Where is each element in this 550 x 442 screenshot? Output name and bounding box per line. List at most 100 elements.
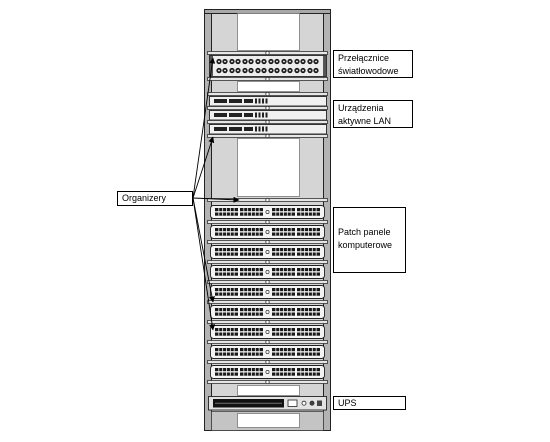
patch-panel-screw-icon (265, 290, 270, 294)
patch-port-divider (311, 208, 313, 216)
patch-port-divider (308, 348, 309, 356)
patch-panel (210, 285, 325, 299)
fiber-port-core (263, 69, 265, 72)
patch-panel-rail (207, 259, 328, 265)
patch-port-divider (286, 288, 288, 296)
lan-led-icon (258, 112, 261, 118)
rail-screw-icon (265, 339, 270, 345)
patch-port-divider (229, 248, 231, 256)
patch-port-divider (315, 348, 317, 356)
patch-port-divider (258, 248, 260, 256)
lan-led-icon (258, 98, 261, 104)
patch-port-divider (254, 348, 256, 356)
patch-port-divider (251, 288, 252, 296)
fiber-port-core (302, 69, 304, 72)
patch-port-divider (233, 308, 235, 316)
fiber-port-core (257, 60, 259, 63)
fiber-port-core (289, 69, 291, 72)
rail-screw-icon (265, 359, 270, 365)
patch-port-divider (247, 328, 249, 336)
patch-panel-rail (207, 379, 328, 385)
fiber-port-core (315, 60, 317, 63)
patch-port-divider (315, 248, 317, 256)
patch-panel-rail (207, 359, 328, 365)
patch-port-divider (218, 228, 220, 236)
ups-status-indicator (287, 399, 298, 407)
patch-port-divider (279, 268, 281, 276)
patch-port-divider (311, 368, 313, 376)
patch-port-divider (300, 248, 302, 256)
patch-port-divider (290, 288, 292, 296)
patch-panel-rail (207, 279, 328, 285)
patch-port-divider (222, 248, 224, 256)
patch-port-divider (243, 348, 245, 356)
fiber-switches-label-line: Przełącznice (338, 53, 390, 63)
fiber-port-core (296, 60, 298, 63)
patch-port-divider (258, 348, 260, 356)
patch-port-divider (311, 268, 313, 276)
patch-port-divider (218, 288, 220, 296)
patch-port-divider (304, 248, 306, 256)
patch-panel (210, 265, 325, 279)
organizers-label: Organizery (117, 191, 193, 206)
fiber-switch-top-rail (207, 50, 328, 56)
patch-port-divider (283, 288, 284, 296)
fiber-port-core (231, 60, 233, 63)
patch-port-divider (275, 348, 277, 356)
patch-port-divider (315, 308, 317, 316)
patch-port-divider (300, 368, 302, 376)
fiber-port-core (250, 69, 252, 72)
lan-device-rail (207, 105, 328, 111)
patch-port-divider (279, 208, 281, 216)
patch-port-divider (226, 348, 227, 356)
patch-port-divider (300, 308, 302, 316)
organizer-pointer-line (192, 136, 215, 199)
patch-port-divider (311, 308, 313, 316)
patch-port-divider (229, 288, 231, 296)
patch-port-divider (218, 328, 220, 336)
cable-organizer (207, 197, 328, 203)
patch-panel-screw-icon (265, 210, 270, 214)
patch-port-divider (315, 228, 317, 236)
patch-port-divider (233, 208, 235, 216)
patch-panel-screw-icon (265, 330, 270, 334)
patch-panels-label: Patch panele komputerowe (333, 207, 406, 273)
fiber-port-core (224, 69, 226, 72)
patch-port-divider (226, 268, 227, 276)
patch-port-divider (290, 268, 292, 276)
patch-port-divider (243, 208, 245, 216)
lan-port-block (229, 113, 242, 117)
patch-port-divider (286, 308, 288, 316)
patch-port-divider (308, 368, 309, 376)
patch-port-divider (290, 228, 292, 236)
patch-port-divider (286, 368, 288, 376)
patch-port-divider (229, 348, 231, 356)
patch-port-divider (300, 228, 302, 236)
patch-port-divider (286, 328, 288, 336)
lan-device-body (209, 96, 327, 107)
fiber-port-core (270, 60, 272, 63)
fiber-port-core (237, 60, 239, 63)
lan-port-block (214, 113, 227, 117)
rail-screw-icon (265, 197, 270, 203)
patch-port-divider (251, 308, 252, 316)
rail-screw-icon (265, 299, 270, 305)
patch-port-divider (226, 248, 227, 256)
rail-screw-icon (265, 105, 270, 111)
patch-port-divider (222, 288, 224, 296)
patch-port-divider (308, 308, 309, 316)
lan-led-icon (255, 126, 257, 132)
patch-port-divider (304, 348, 306, 356)
patch-port-divider (218, 348, 220, 356)
patch-port-divider (283, 328, 284, 336)
patch-port-divider (226, 328, 227, 336)
patch-port-divider (275, 208, 277, 216)
patch-port-divider (254, 308, 256, 316)
patch-port-divider (279, 288, 281, 296)
patch-port-divider (229, 328, 231, 336)
patch-port-divider (247, 248, 249, 256)
patch-port-divider (226, 288, 227, 296)
patch-port-divider (304, 208, 306, 216)
patch-port-divider (251, 328, 252, 336)
patch-port-divider (304, 368, 306, 376)
